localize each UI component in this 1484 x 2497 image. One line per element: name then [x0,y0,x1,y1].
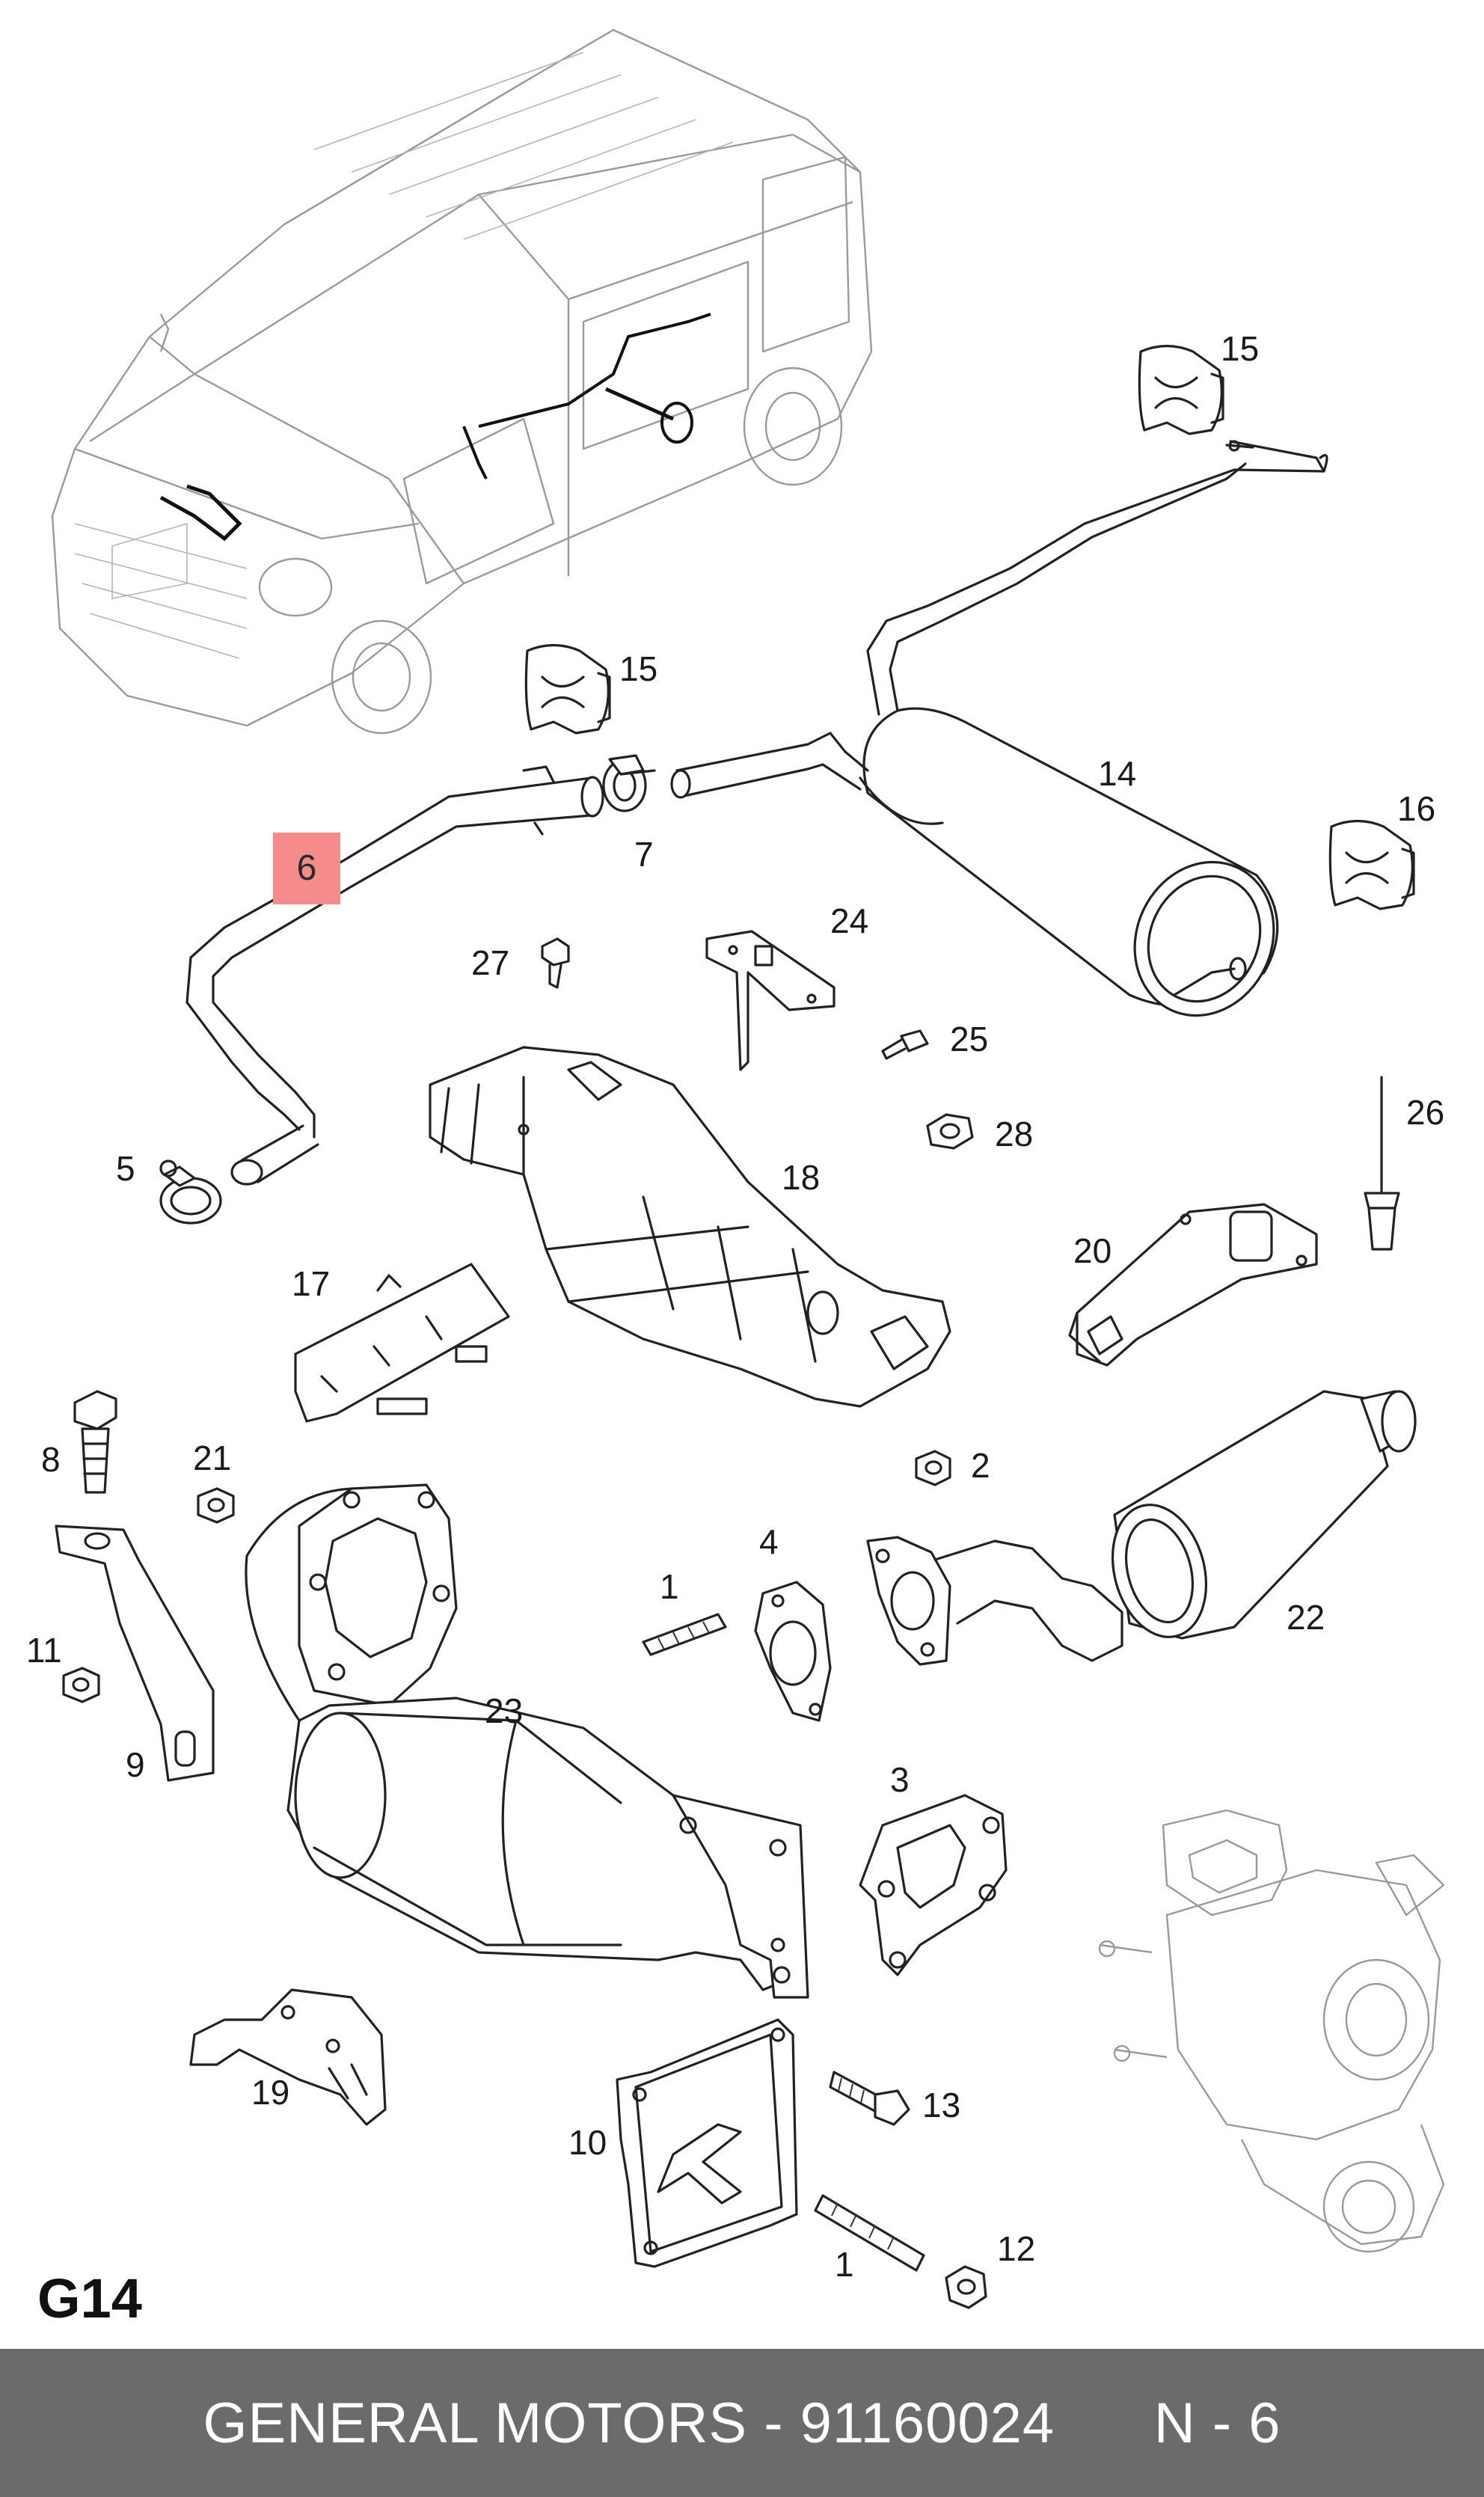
nut-11 [62,1667,100,1703]
exhaust-parts-diagram: 1 1 2 3 4 5 7 8 9 10 11 12 13 14 15 15 1… [26,28,1445,2309]
front-pipe-6 [186,765,604,1186]
middle-pipe-section [670,732,869,799]
bracket-19 [189,1988,387,2126]
callout-16: 16 [1397,789,1435,828]
clamp-7 [602,754,656,812]
heat-shield-18 [429,1046,951,1408]
bracket-20 [1068,1203,1318,1367]
callout-19: 19 [251,2073,289,2112]
callout-7: 7 [634,835,654,874]
rivet-26 [1364,1076,1400,1251]
callout-9: 9 [126,1745,145,1784]
callout-labels: 1 1 2 3 4 5 7 8 9 10 11 12 13 14 15 15 1… [26,329,1444,2284]
callout-15-top: 15 [1221,329,1259,368]
bracket-9 [55,1525,215,1782]
callout-12: 12 [997,2229,1035,2268]
callout-22: 22 [1287,1598,1325,1637]
gasket-4 [754,1581,832,1722]
rubber-hanger-15-top [1138,344,1224,435]
bolt-25 [881,1029,929,1060]
nut-12 [945,2265,987,2309]
callout-3: 3 [890,1760,910,1799]
callout-8: 8 [41,1440,61,1479]
nut-2 [915,1450,951,1486]
callout-25: 25 [950,1020,988,1058]
footer-bar: GENERAL MOTORS - 91160024 N - 6 [0,2349,1484,2497]
callout-13: 13 [922,2086,960,2124]
nut-28 [926,1113,974,1150]
footer-caption: GENERAL MOTORS - 91160024 N - 6 [203,2391,1281,2456]
footer-separator: - [747,2391,800,2455]
turbocharger-illustration [1098,1809,1445,2253]
callout-4: 4 [759,1522,779,1561]
footer-part-number: 91160024 [800,2391,1055,2455]
callout-1-upper: 1 [660,1567,679,1606]
callout-26: 26 [1406,1093,1444,1132]
highlighted-part-marker [273,833,340,904]
gasket-3 [859,1794,1008,1976]
stud-1-upper [642,1613,727,1656]
plate-10 [616,2018,798,2268]
bracket-24 [705,930,835,1071]
footer-gap [1055,2392,1154,2455]
bracket-17 [294,1263,510,1423]
callout-17: 17 [292,1264,330,1303]
bolt-8 [73,1390,117,1494]
rear-muffler-14 [859,440,1328,1017]
catalytic-converter-23 [245,1483,809,1999]
callout-23: 23 [485,1691,523,1730]
bolt-13 [829,2071,910,2126]
intermediate-pipe-22 [866,1390,1417,1666]
callout-24: 24 [830,901,868,940]
nut-21 [197,1487,235,1524]
clamp-5 [159,1159,222,1225]
callout-10: 10 [568,2123,607,2162]
callout-15-mid: 15 [619,649,657,688]
footer-brand: GENERAL MOTORS [203,2391,748,2455]
callout-14: 14 [1098,754,1136,793]
callout-2: 2 [971,1446,990,1485]
callout-27: 27 [471,943,509,982]
footer-position-label: N - 6 [1153,2391,1281,2455]
van-illustration [51,28,873,735]
callout-1-lower: 1 [835,2245,854,2284]
callout-6-highlighted: 6 [296,848,317,888]
callout-11: 11 [26,1631,62,1670]
callout-21: 21 [193,1439,231,1477]
page-code: G14 [37,2267,142,2329]
stud-1-lower [814,2194,925,2272]
callout-5: 5 [116,1149,135,1188]
bolt-27 [541,937,570,989]
callout-28: 28 [995,1115,1033,1153]
callout-20: 20 [1073,1231,1112,1270]
rubber-hanger-16 [1328,819,1415,910]
rubber-hanger-15-mid [524,643,611,735]
callout-18: 18 [782,1158,820,1197]
